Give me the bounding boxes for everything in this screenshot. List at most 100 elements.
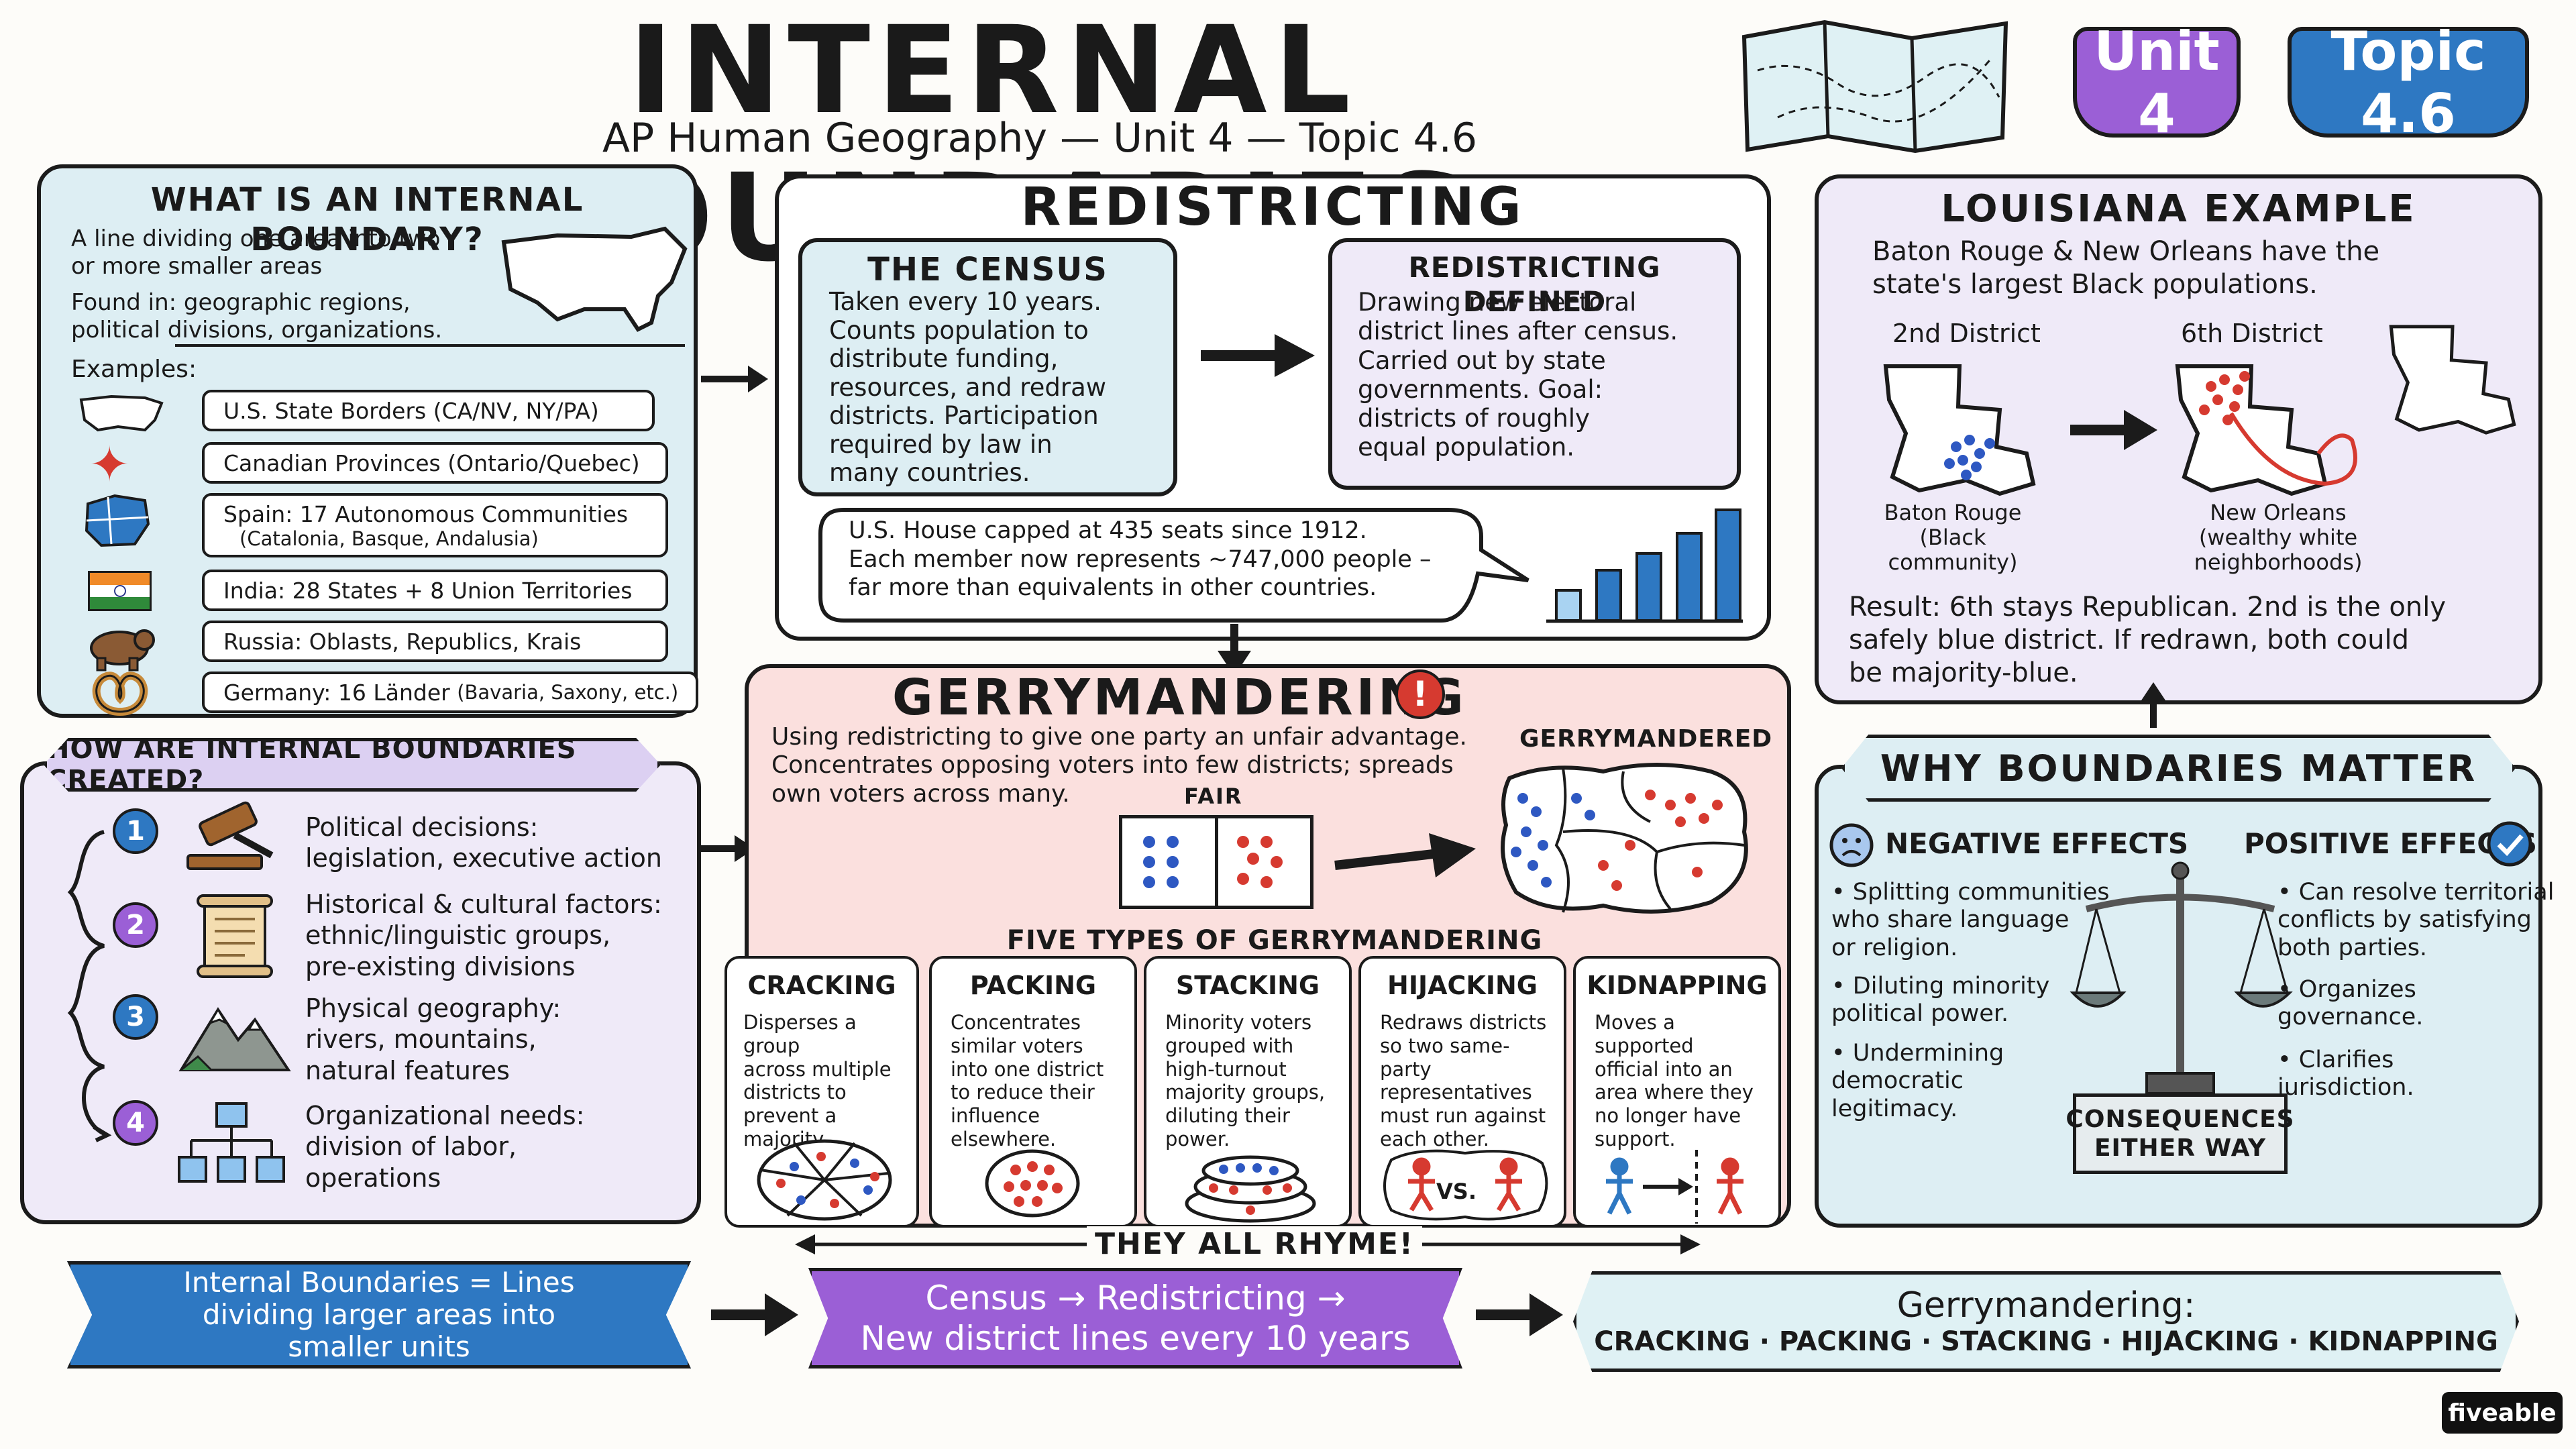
summary-box-3-list: CRACKING · PACKING · STACKING · HIJACKIN… bbox=[1594, 1326, 2498, 1357]
five-types-label: FIVE TYPES OF GERRYMANDERING bbox=[953, 924, 1597, 957]
card-stacking: STACKING Minority voters grouped with hi… bbox=[1144, 956, 1352, 1228]
cracking-title: CRACKING bbox=[747, 971, 896, 1000]
example-usa: U.S. State Borders (CA/NV, NY/PA) bbox=[202, 390, 655, 431]
redistricting-defined-text: Drawing new electoral district lines aft… bbox=[1358, 288, 1678, 462]
hijacking-title: HIJACKING bbox=[1387, 971, 1538, 1000]
kidnapping-move-icon bbox=[1606, 1150, 1743, 1224]
step-4-badge: 4 bbox=[113, 1100, 158, 1146]
page-subtitle: AP Human Geography — Unit 4 — Topic 4.6 bbox=[602, 115, 1478, 162]
louisiana-panel: LOUISIANA EXAMPLE Baton Rouge & New Orle… bbox=[1815, 174, 2542, 704]
example-russia: Russia: Oblasts, Republics, Krais bbox=[202, 621, 668, 662]
why-matter-title: WHY BOUNDARIES MATTER bbox=[1880, 747, 2477, 790]
gerrymandered-label: GERRYMANDERED bbox=[1519, 725, 1773, 753]
baton-rouge-label: Baton Rouge (Black community) bbox=[1884, 500, 2022, 575]
kidnapping-desc: Moves a supported official into an area … bbox=[1595, 1011, 1754, 1150]
step-4-text: Organizational needs: division of labor,… bbox=[305, 1101, 585, 1193]
cracking-desc: Disperses a group across multiple distri… bbox=[743, 1011, 892, 1150]
packing-title: PACKING bbox=[969, 971, 1097, 1000]
negative-item-2: • Diluting minority political power. bbox=[1831, 973, 2050, 1028]
how-created-banner: HOW ARE INTERNAL BOUNDARIES CREATED? bbox=[44, 738, 661, 792]
example-india: India: 28 States + 8 Union Territories bbox=[202, 570, 668, 611]
mountain-icon bbox=[178, 1007, 291, 1071]
louisiana-outline-icon bbox=[2389, 325, 2516, 435]
arrow-right-icon bbox=[1476, 1293, 1563, 1336]
louisiana-intro: Baton Rouge & New Orleans have the state… bbox=[1872, 236, 2380, 300]
summary-gerrymandering: Gerrymandering: CRACKING · PACKING · STA… bbox=[1573, 1271, 2519, 1372]
example-canada: Canadian Provinces (Ontario/Quebec) bbox=[202, 442, 668, 484]
india-flag-icon bbox=[88, 571, 152, 611]
unit-badge-label: Unit 4 bbox=[2094, 19, 2220, 145]
consequences-text: CONSEQUENCES EITHER WAY bbox=[2065, 1105, 2295, 1162]
card-packing: PACKING Concentrates similar voters into… bbox=[929, 956, 1137, 1228]
org-chart-icon bbox=[178, 1102, 285, 1183]
packing-desc: Concentrates similar voters into one dis… bbox=[951, 1011, 1104, 1150]
gerrymandered-district-map bbox=[1501, 763, 1748, 914]
scroll-icon bbox=[197, 894, 273, 978]
census-text: Taken every 10 years. Counts population … bbox=[829, 287, 1106, 488]
examples-label: Examples: bbox=[71, 356, 197, 383]
gerrymandering-title: GERRYMANDERING bbox=[892, 669, 1467, 727]
census-card: THE CENSUS Taken every 10 years. Counts … bbox=[798, 238, 1177, 496]
summary-internal-boundaries: Internal Boundaries = Lines dividing lar… bbox=[67, 1261, 691, 1368]
scales-of-justice-icon bbox=[2070, 861, 2293, 1095]
arrow-right-icon bbox=[1201, 334, 1315, 377]
arrow-right-icon bbox=[1334, 833, 1476, 877]
census-title: THE CENSUS bbox=[867, 251, 1108, 288]
bear-icon bbox=[90, 629, 155, 672]
why-matter-banner: WHY BOUNDARIES MATTER bbox=[1841, 735, 2516, 802]
kidnapping-title: KIDNAPPING bbox=[1587, 971, 1768, 1000]
what-is-title: WHAT IS AN INTERNAL BOUNDARY? bbox=[150, 181, 584, 258]
arrow-up-icon bbox=[2140, 682, 2167, 728]
card-cracking: CRACKING Disperses a group across multip… bbox=[724, 956, 919, 1228]
rhyme-label: THEY ALL RHYME! bbox=[1087, 1226, 1422, 1263]
step-3-text: Physical geography: rivers, mountains, n… bbox=[305, 994, 561, 1085]
louisiana-map-2nd bbox=[1883, 364, 2036, 496]
hijacking-desc: Redraws districts so two same-party repr… bbox=[1380, 1011, 1547, 1150]
step-2-badge: 2 bbox=[113, 902, 158, 948]
sad-face-icon bbox=[1829, 823, 1874, 867]
usa-map-icon bbox=[79, 394, 164, 432]
louisiana-map-6th bbox=[2175, 364, 2357, 496]
new-orleans-label: New Orleans (wealthy white neighborhoods… bbox=[2194, 500, 2363, 575]
arrow-down-icon bbox=[1218, 624, 1251, 676]
topic-badge: Topic 4.6 bbox=[2288, 20, 2529, 145]
positive-item-2: • Organizes governance. bbox=[2277, 976, 2424, 1031]
maple-leaf-icon: ✦ bbox=[89, 436, 130, 492]
fair-label: FAIR bbox=[1184, 784, 1243, 809]
speech-bubble bbox=[818, 508, 1529, 623]
arrow-right-icon bbox=[2070, 410, 2157, 450]
usa-outline-icon bbox=[501, 226, 688, 332]
summary-box-3-title: Gerrymandering: bbox=[1896, 1285, 2196, 1326]
negative-effects-title: NEGATIVE EFFECTS bbox=[1885, 827, 2189, 860]
house-note: U.S. House capped at 435 seats since 191… bbox=[849, 517, 1432, 602]
brand-name: fiveable bbox=[2448, 1399, 2557, 1427]
bar-chart-icon bbox=[1546, 508, 1743, 623]
positive-item-1: • Can resolve territorial conflicts by s… bbox=[2277, 879, 2555, 961]
step-1-text: Political decisions: legislation, execut… bbox=[305, 812, 662, 873]
warning-icon: ! bbox=[1395, 669, 1445, 719]
cracking-pie-icon bbox=[757, 1139, 892, 1221]
redistricting-defined-title: REDISTRICTING DEFINED bbox=[1408, 251, 1661, 319]
curly-brace bbox=[67, 830, 112, 1142]
summary-box-1-text: Internal Boundaries = Lines dividing lar… bbox=[183, 1265, 575, 1364]
district-6-label: 6th District bbox=[2181, 319, 2323, 348]
what-is-definition: A line dividing one area into two or mor… bbox=[71, 225, 441, 280]
example-spain: Spain: 17 Autonomous Communities(Catalon… bbox=[202, 493, 668, 557]
folded-map-icon bbox=[1741, 19, 2008, 154]
pretzel-icon bbox=[92, 672, 148, 716]
card-hijacking: HIJACKING Redraws districts so two same-… bbox=[1358, 956, 1566, 1228]
summary-box-2-text: Census → Redistricting → New district li… bbox=[860, 1279, 1411, 1358]
divider bbox=[175, 344, 685, 347]
what-is-panel: WHAT IS AN INTERNAL BOUNDARY? A line div… bbox=[37, 164, 698, 718]
spain-map-icon bbox=[85, 494, 150, 547]
example-germany: Germany: 16 Länder (Bavaria, Saxony, etc… bbox=[202, 672, 698, 713]
vs-label: VS. bbox=[1436, 1179, 1477, 1204]
fiveable-logo: fiveable bbox=[2442, 1392, 2563, 1434]
negative-item-1: • Splitting communities who share langua… bbox=[1831, 879, 2110, 961]
redistricting-defined-card: REDISTRICTING DEFINED Drawing new electo… bbox=[1328, 238, 1741, 490]
positive-item-3: • Clarifies jurisdiction. bbox=[2277, 1046, 2414, 1102]
step-3-badge: 3 bbox=[113, 994, 158, 1040]
arrow-right-icon bbox=[711, 1293, 798, 1336]
negative-item-3: • Undermining democratic legitimacy. bbox=[1831, 1040, 2004, 1122]
